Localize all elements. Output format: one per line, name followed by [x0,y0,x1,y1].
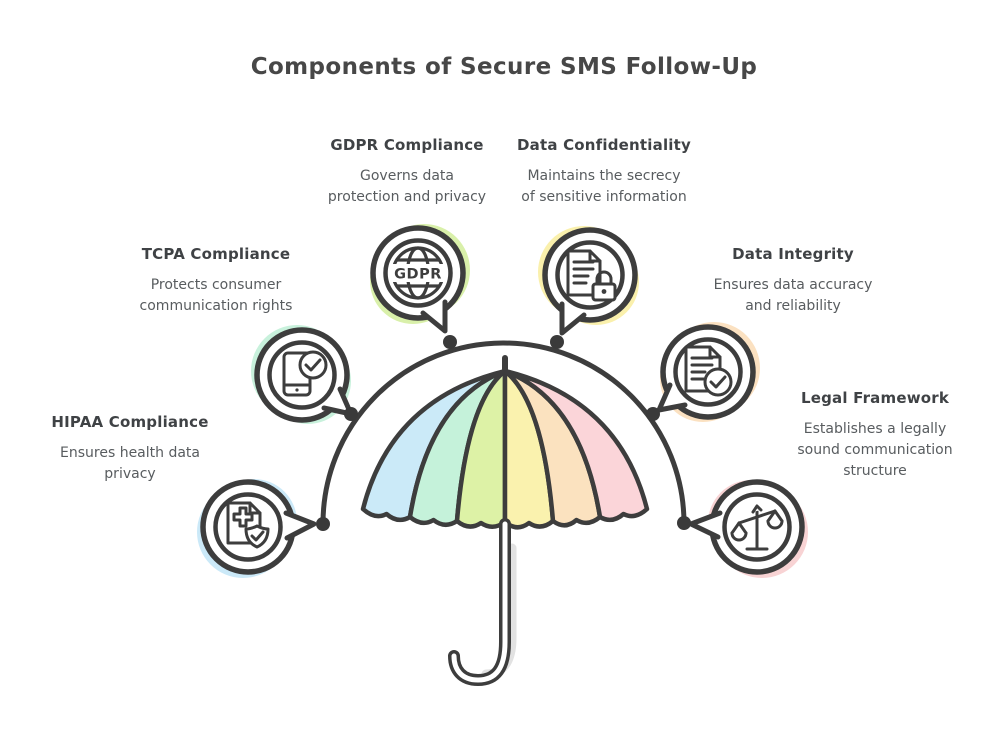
legal-text-block: Legal Framework Establishes a legally so… [760,389,990,482]
legal-label: Legal Framework [800,389,950,407]
document-check-icon [684,345,733,397]
scales-of-justice-icon [730,504,784,551]
integrity-label: Data Integrity [732,245,854,263]
legal-description: Establishes a legally sound communicatio… [797,421,953,479]
umbrella-handle-outline [448,518,511,686]
integrity-bubble [656,322,760,422]
arc-dot-hipaa [316,517,330,531]
phone-check-icon [282,350,328,397]
confidentiality-bubble-tail [559,301,587,336]
integrity-description: Ensures data accuracy and reliability [713,277,873,314]
integrity-bubble-tail [656,382,688,413]
confidentiality-label: Data Confidentiality [516,136,691,154]
tcpa-label: TCPA Compliance [141,245,291,263]
legal-bubble [688,479,808,578]
confidentiality-bubble [538,226,639,336]
gdpr-badge-text: GDPR [394,267,442,283]
hipaa-bubble [197,479,317,578]
arc-dot-confidentiality [550,335,564,349]
gdpr-label: GDPR Compliance [330,136,484,154]
tcpa-text-block: TCPA Compliance Protects consumer commun… [101,245,331,317]
gdpr-description: Governs data protection and privacy [327,168,487,205]
gdpr-bubble: GDPR [370,224,470,334]
medical-document-shield-icon [226,501,270,549]
hipaa-description: Ensures health data privacy [60,445,200,482]
tcpa-description: Protects consumer communication rights [139,277,293,314]
arc-connector-dots [316,335,691,531]
hipaa-text-block: HIPAA Compliance Ensures health data pri… [15,413,245,485]
tcpa-bubble [251,325,354,424]
arc-dot-legal [677,516,691,530]
integrity-text-block: Data Integrity Ensures data accuracy and… [678,245,908,317]
protection-arc [320,340,687,527]
confidentiality-text-block: Data Confidentiality Maintains the secre… [489,136,719,208]
arc-dot-tcpa [344,407,358,421]
umbrella-handle-core [451,521,508,683]
gdpr-text-block: GDPR Compliance Governs data protection … [292,136,522,208]
hipaa-label: HIPAA Compliance [51,413,209,431]
legal-bubble-tail [688,510,723,540]
hipaa-bubble-tail [283,510,317,541]
umbrella-panel-pink [502,368,650,523]
document-lock-icon [566,249,617,302]
gdpr-bubble-tail [420,299,448,334]
globe-gdpr-icon: GDPR [391,246,445,300]
page-title: Components of Secure SMS Follow-Up [250,54,758,80]
confidentiality-description: Maintains the secrecy of sensitive infor… [521,168,687,205]
arc-dot-gdpr [443,335,457,349]
arc-dot-integrity [646,407,660,421]
umbrella-illustration [360,355,650,686]
